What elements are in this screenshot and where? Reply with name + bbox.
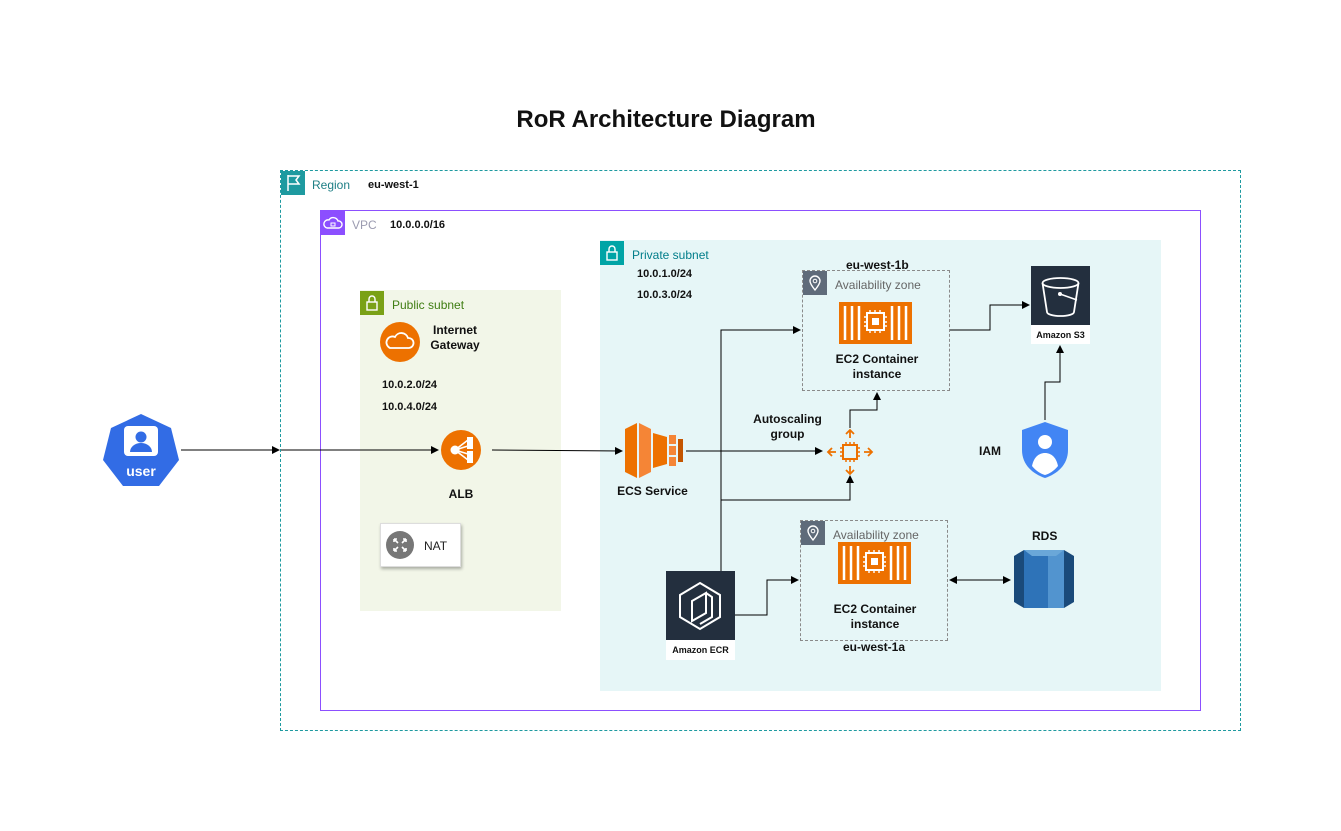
ec2-top-to-s3-arrow: [950, 301, 1030, 331]
ec2-bottom-label: EC2 Container instance: [833, 602, 917, 631]
private-subnet-label: Private subnet: [632, 248, 709, 262]
ecr-icon: [666, 571, 735, 640]
region-label: Region: [312, 178, 351, 192]
az-bottom-label: Availability zone: [833, 528, 919, 542]
s3-card: Amazon S3: [1031, 266, 1090, 344]
s3-label: Amazon S3: [1036, 330, 1085, 340]
ecs-service-label: ECS Service: [617, 484, 688, 498]
region-value: eu-west-1: [368, 179, 419, 191]
alb-label: ALB: [448, 487, 474, 501]
public-cidr-1: 10.0.2.0/24: [382, 379, 438, 391]
user-label: user: [126, 463, 156, 479]
az-bottom-pin-icon: [801, 521, 825, 545]
ec2-bottom-icon: [838, 542, 911, 584]
ecr-label: Amazon ECR: [672, 645, 729, 655]
autoscaling-icon: [826, 428, 874, 476]
autoscaling-group-label: Autoscaling group: [753, 412, 822, 441]
ec2-top-icon: [839, 302, 912, 344]
iam-label: IAM: [979, 444, 1001, 458]
nat-card: NAT: [380, 523, 461, 567]
alb-icon: [441, 430, 481, 470]
ecr-to-ec2-top-arrow: [720, 326, 801, 571]
s3-bucket-icon: [1031, 266, 1090, 325]
iam-to-s3-arrow: [1044, 345, 1064, 420]
ecr-card: Amazon ECR: [666, 571, 735, 660]
ec2-top-label: EC2 Container instance: [835, 352, 919, 381]
region-flag-icon: [281, 171, 305, 195]
nat-label: NAT: [424, 539, 448, 553]
availability-zone-bottom: [800, 520, 948, 641]
public-subnet-label: Public subnet: [392, 298, 465, 312]
az-bottom-zone-label: eu-west-1a: [843, 640, 906, 654]
internet-gateway-icon: [380, 322, 420, 362]
az-top-zone-label: eu-west-1b: [846, 258, 909, 272]
rds-database-icon: [1012, 548, 1076, 610]
public-subnet-lock-icon: [360, 291, 384, 315]
public-cidr-2: 10.0.4.0/24: [382, 401, 438, 413]
private-subnet-lock-icon: [600, 241, 624, 265]
autoscaling-to-ec2-top-arrow: [849, 392, 881, 428]
az-top-pin-icon: [803, 271, 827, 295]
private-cidr-1: 10.0.1.0/24: [637, 268, 693, 280]
vpc-cidr: 10.0.0.0/16: [390, 219, 446, 231]
ecs-service-icon: [625, 423, 685, 478]
user-icon: user: [101, 412, 181, 490]
vpc-cloud-icon: [321, 211, 345, 235]
rds-label: RDS: [1032, 529, 1058, 543]
alb-to-ecs-arrow: [491, 446, 623, 455]
nat-icon: [386, 531, 414, 559]
az-top-label: Availability zone: [835, 278, 921, 292]
region-group: [280, 170, 1241, 731]
internet-gateway-label: Internet Gateway: [430, 323, 480, 352]
diagram-title: RoR Architecture Diagram: [516, 106, 816, 133]
vpc-group: [320, 210, 1201, 711]
availability-zone-top: [802, 270, 950, 391]
iam-shield-icon: [1020, 420, 1070, 480]
ecr-to-autoscaling-arrow: [721, 475, 854, 501]
vpc-label: VPC: [352, 218, 377, 232]
ecr-to-ec2-bottom-arrow: [735, 576, 799, 616]
private-cidr-2: 10.0.3.0/24: [637, 289, 693, 301]
